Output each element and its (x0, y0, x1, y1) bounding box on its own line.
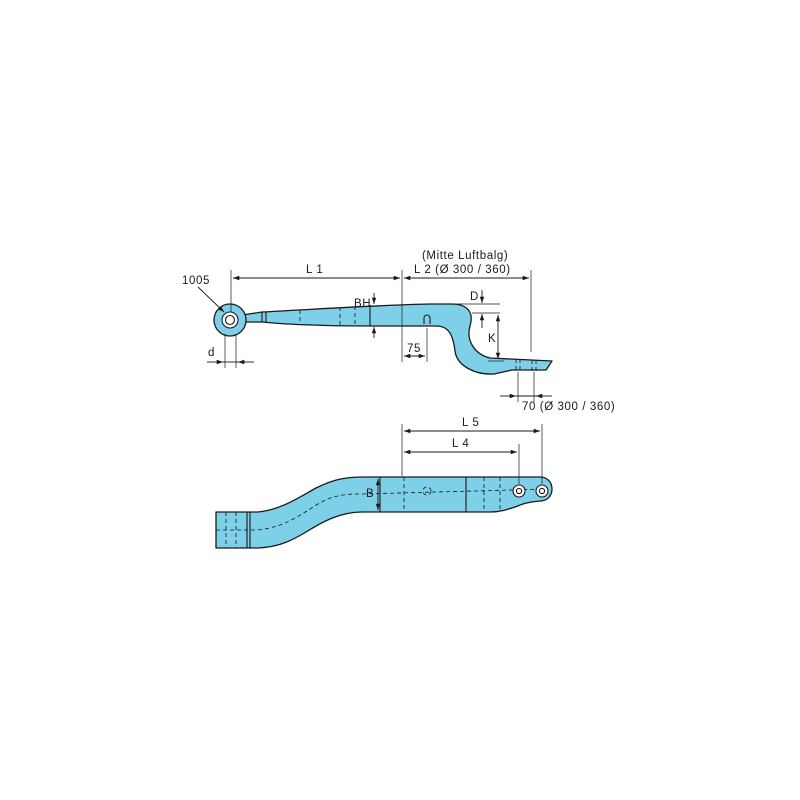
center-line-top (216, 488, 549, 531)
side-view (213, 303, 553, 375)
label-l1: L 1 (306, 264, 323, 276)
side-view-dimensions (197, 270, 552, 402)
center-hole-side (423, 314, 431, 324)
label-l5: L 5 (462, 417, 479, 429)
leader-1005 (197, 286, 225, 313)
label-l2: L 2 (Ø 300 / 360) (414, 264, 511, 276)
eye-bush-outer (221, 311, 239, 329)
end-hole-1-inner (515, 487, 523, 495)
spring-arm-top (215, 476, 553, 549)
spring-arm-side (235, 303, 553, 375)
end-hole-1-outer (512, 484, 526, 498)
label-bh: BH (354, 298, 371, 310)
labels: (Mitte Luftbalg) L 1 L 2 (Ø 300 / 360) 1… (182, 250, 615, 500)
end-hole-2-outer (535, 484, 549, 498)
label-k: K (488, 333, 496, 345)
end-hole-2-inner (538, 487, 546, 495)
label-l4: L 4 (452, 438, 469, 450)
center-hole-top (422, 486, 432, 496)
label-part-number: 1005 (182, 275, 210, 287)
label-70: 70 (Ø 300 / 360) (522, 401, 615, 413)
label-mitte-luftbalg: (Mitte Luftbalg) (422, 250, 508, 262)
top-view (215, 476, 553, 549)
top-view-dimensions (375, 424, 543, 510)
label-d-upper: D (470, 291, 479, 303)
label-75: 75 (407, 343, 421, 355)
label-b: B (366, 488, 374, 500)
eye-bush-inner (224, 314, 236, 326)
label-d-lower: d (208, 347, 215, 359)
